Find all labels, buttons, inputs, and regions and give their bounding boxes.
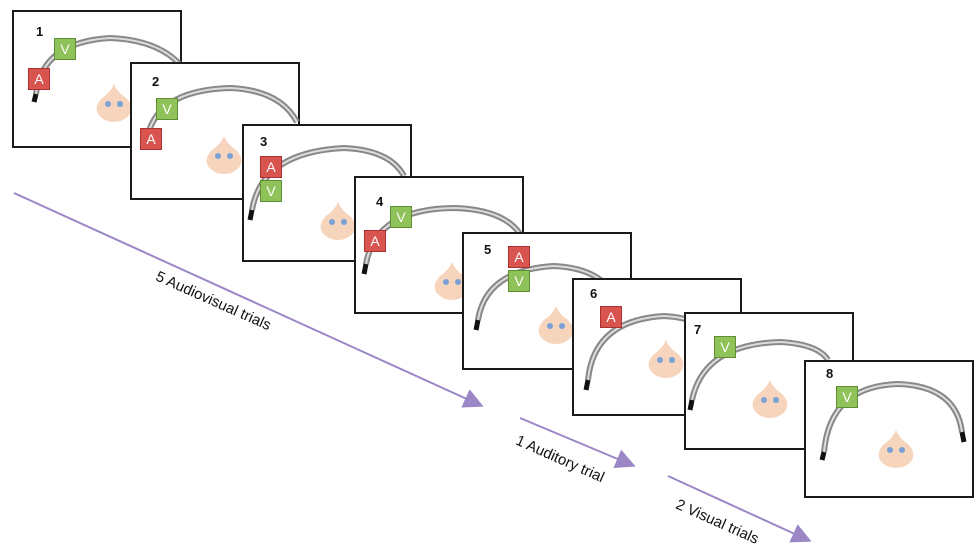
trial-number: 7: [694, 322, 702, 337]
listener-head-icon: [752, 380, 788, 418]
auditory-stimulus-box: A: [508, 246, 530, 268]
listener-head-icon: [320, 202, 356, 240]
visual-stimulus-box: V: [508, 270, 530, 292]
audiovisual-arrow: [13, 192, 484, 408]
listener-head-icon: [538, 306, 574, 344]
trial-number: 5: [484, 242, 492, 257]
trial-number: 8: [826, 366, 834, 381]
listener-head-icon: [648, 340, 684, 378]
speaker-arc: [819, 380, 967, 461]
auditory-stimulus-box: A: [260, 156, 282, 178]
visual-stimulus-box: V: [54, 38, 76, 60]
visual-arrow: [667, 475, 812, 543]
auditory-stimulus-box: A: [140, 128, 162, 150]
auditory-stimulus-box: A: [28, 68, 50, 90]
listener-head-icon: [434, 262, 470, 300]
trial-frame-8: 8 V: [804, 360, 974, 498]
trial-number: 4: [376, 194, 384, 209]
auditory-arrow: [519, 417, 636, 469]
visual-stimulus-box: V: [260, 180, 282, 202]
listener-head-icon: [878, 430, 914, 468]
auditory-stimulus-box: A: [600, 306, 622, 328]
speaker-arc: [687, 338, 831, 411]
listener-head-icon: [96, 84, 132, 122]
trial-number: 2: [152, 74, 160, 89]
visual-stimulus-box: V: [836, 386, 858, 408]
visual-stimulus-box: V: [156, 98, 178, 120]
trial-number: 3: [260, 134, 268, 149]
auditory-stimulus-box: A: [364, 230, 386, 252]
trial-number: 1: [36, 24, 44, 39]
visual-stimulus-box: V: [714, 336, 736, 358]
listener-head-icon: [206, 136, 242, 174]
trial-number: 6: [590, 286, 598, 301]
visual-stimulus-box: V: [390, 206, 412, 228]
